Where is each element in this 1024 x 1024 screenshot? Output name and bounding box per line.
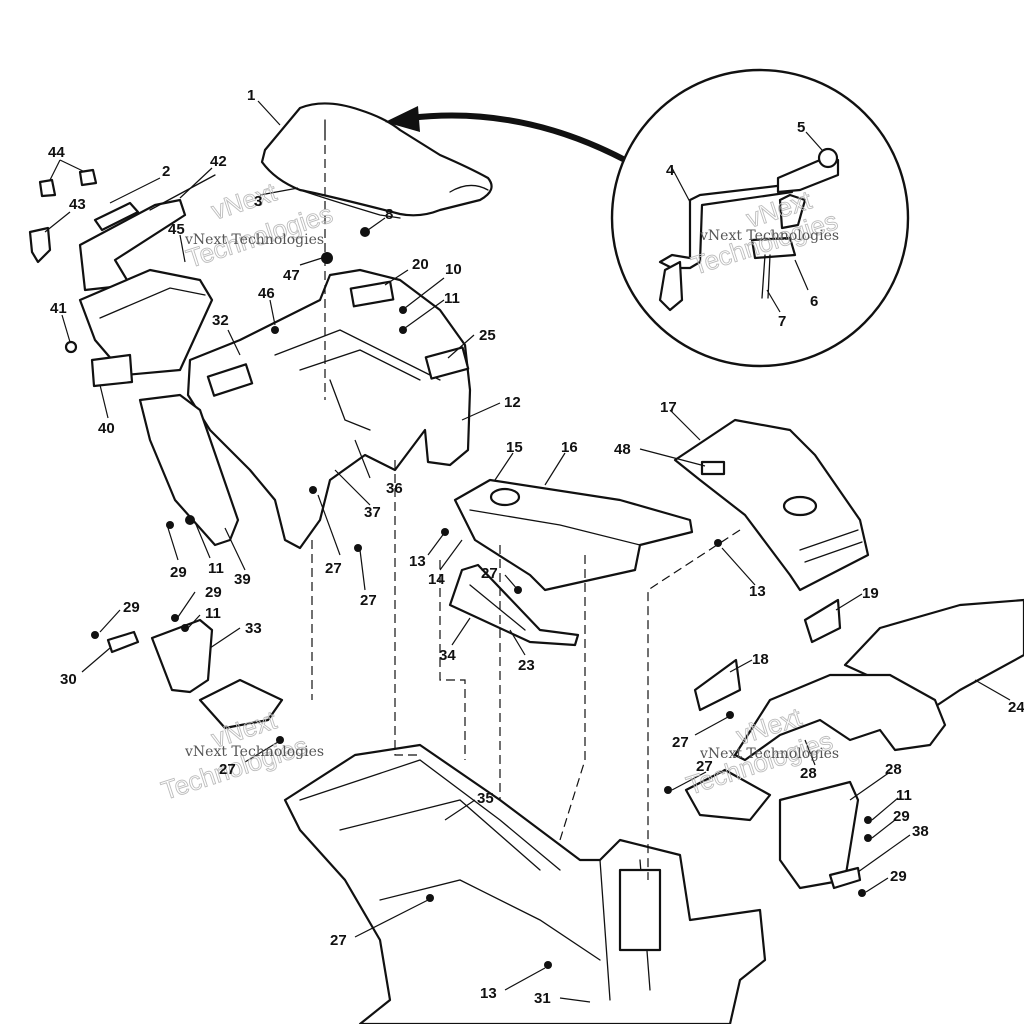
callout-14: 14	[428, 571, 445, 588]
callout-28: 28	[800, 765, 817, 782]
callout-46: 46	[258, 285, 275, 302]
callout-41: 41	[50, 300, 67, 317]
callout-36: 36	[386, 480, 403, 497]
callout-35: 35	[477, 790, 494, 807]
callout-33: 33	[245, 620, 262, 637]
callout-17: 17	[660, 399, 677, 416]
callout-12: 12	[504, 394, 521, 411]
callout-29: 29	[170, 564, 187, 581]
callout-2: 2	[162, 163, 170, 180]
watermark-brand: vNext Technologies	[699, 746, 839, 762]
callout-34: 34	[439, 647, 456, 664]
callout-13: 13	[749, 583, 766, 600]
callout-47: 47	[283, 267, 300, 284]
callout-28: 28	[885, 761, 902, 778]
callout-1: 1	[247, 87, 255, 104]
rear-fender-part	[138, 268, 472, 550]
callout-30: 30	[60, 671, 77, 688]
seat-part	[260, 102, 493, 219]
callout-31: 31	[534, 990, 551, 1007]
callout-3: 3	[254, 193, 262, 210]
callout-40: 40	[98, 420, 115, 437]
callout-16: 16	[561, 439, 578, 456]
center-cover-part	[448, 478, 694, 647]
leader-lines	[44, 100, 1011, 1003]
mud-flaps-part	[106, 618, 862, 890]
callout-27: 27	[481, 565, 498, 582]
callout-10: 10	[445, 261, 462, 278]
watermark-brand: vNext Technologies	[184, 232, 324, 248]
callout-11: 11	[208, 560, 224, 577]
callout-5: 5	[797, 119, 805, 136]
callout-45: 45	[168, 221, 185, 238]
callout-8: 8	[385, 206, 393, 223]
watermark-brand: vNext Technologies	[699, 228, 839, 244]
callout-labels: 1 2 3 4 5 6 7 8 10 11 11 11 11 12 13 13 …	[48, 87, 1024, 1007]
callout-29: 29	[893, 808, 910, 825]
callout-11: 11	[896, 787, 912, 804]
callout-13: 13	[409, 553, 426, 570]
front-fenders-part	[693, 598, 1024, 762]
callout-11: 11	[205, 605, 221, 622]
footrests-part	[198, 678, 772, 822]
callout-15: 15	[506, 439, 523, 456]
callout-4: 4	[666, 162, 675, 179]
callout-29: 29	[205, 584, 222, 601]
callout-24: 24	[1008, 699, 1024, 716]
callout-13: 13	[480, 985, 497, 1002]
callout-27: 27	[325, 560, 342, 577]
callout-37: 37	[364, 504, 381, 521]
callout-42: 42	[210, 153, 227, 170]
callout-18: 18	[752, 651, 769, 668]
callout-23: 23	[518, 657, 535, 674]
callout-39: 39	[234, 571, 251, 588]
tray-assembly	[28, 168, 216, 388]
callout-38: 38	[912, 823, 929, 840]
front-cowl-part	[673, 418, 870, 592]
callout-27: 27	[330, 932, 347, 949]
callout-44: 44	[48, 144, 65, 161]
callout-19: 19	[862, 585, 879, 602]
callout-43: 43	[69, 196, 86, 213]
callout-7: 7	[778, 313, 786, 330]
callout-27: 27	[360, 592, 377, 609]
callout-11: 11	[444, 290, 460, 307]
detail-arrow	[385, 106, 627, 163]
seat-latch-detail	[610, 68, 910, 368]
callout-29: 29	[123, 599, 140, 616]
callout-27: 27	[672, 734, 689, 751]
callout-27: 27	[696, 758, 713, 775]
callout-48: 48	[614, 441, 631, 458]
assembly-guides	[311, 145, 741, 880]
callout-29: 29	[890, 868, 907, 885]
watermark-brand: vNext Technologies	[184, 744, 324, 760]
callout-6: 6	[810, 293, 818, 310]
callout-25: 25	[479, 327, 496, 344]
callout-20: 20	[412, 256, 429, 273]
callout-32: 32	[212, 312, 229, 329]
callout-27: 27	[219, 761, 236, 778]
